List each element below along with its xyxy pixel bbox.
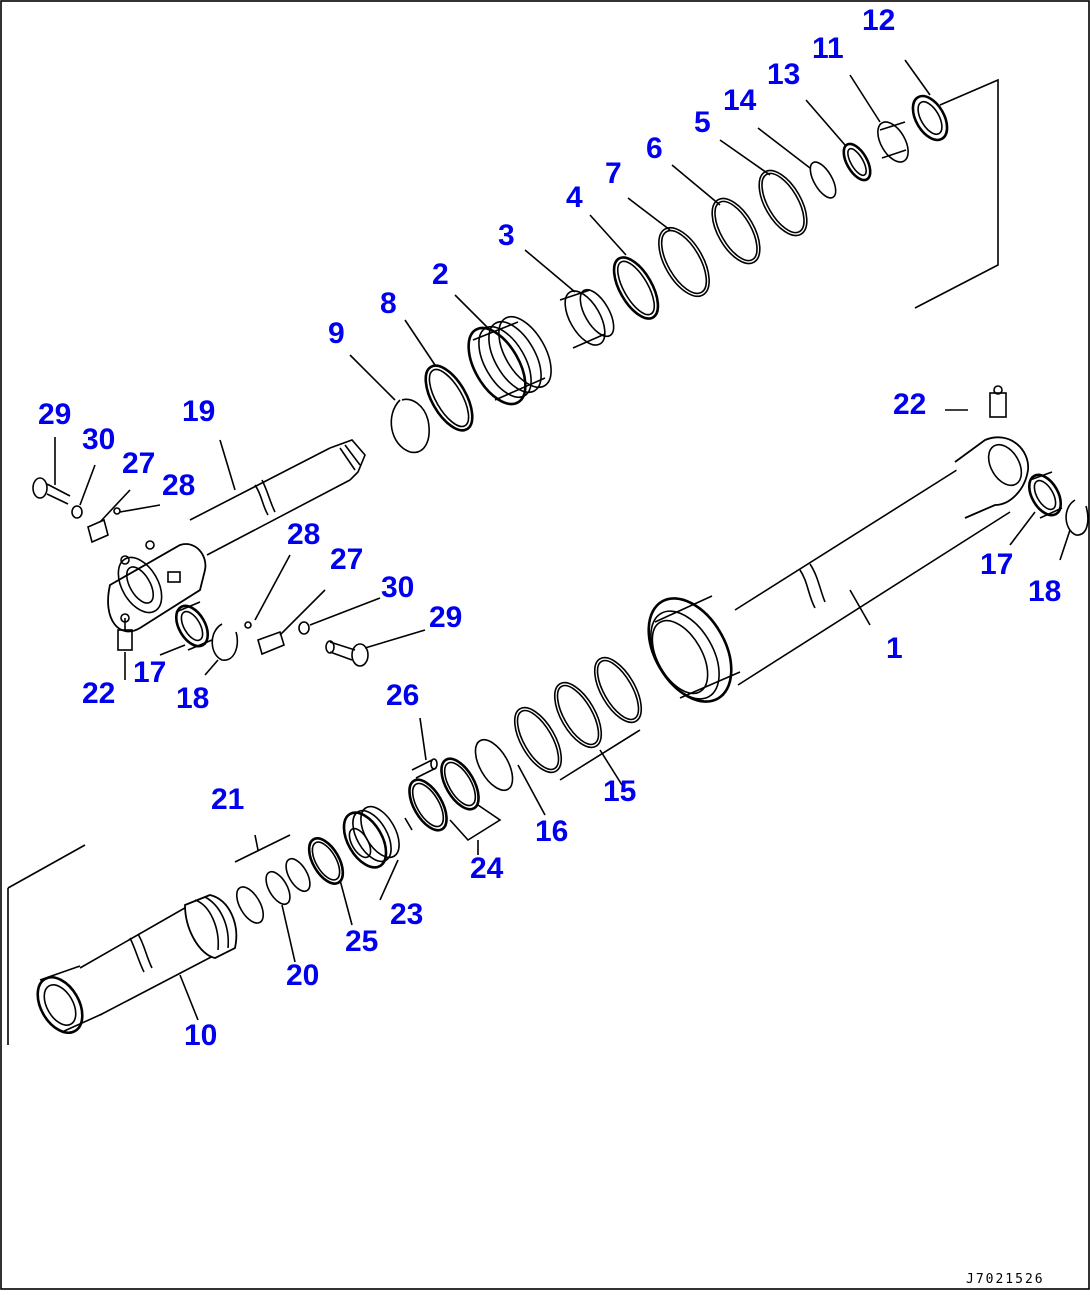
- part-27-lockplate-left: [87, 518, 109, 544]
- callout-30-mid: 30: [381, 571, 414, 604]
- callout-29-left: 29: [38, 398, 71, 431]
- callout-14: 14: [723, 84, 757, 117]
- callout-21: 21: [211, 783, 244, 816]
- part-25-ring: [307, 837, 345, 885]
- callout-20: 20: [286, 959, 319, 992]
- part-21-rings: [235, 857, 311, 924]
- callout-13: 13: [767, 58, 800, 91]
- callout-4: 4: [566, 181, 583, 214]
- callout-11: 11: [812, 32, 844, 65]
- callout-26: 26: [386, 679, 419, 712]
- callout-25: 25: [345, 925, 378, 958]
- part-28-pin-mid: [244, 621, 252, 629]
- callout-23: 23: [390, 898, 423, 931]
- callout-5: 5: [694, 106, 711, 139]
- callout-2: 2: [432, 258, 449, 291]
- part-24-rings: [408, 757, 480, 832]
- drawing-code: J7021526: [966, 1272, 1045, 1287]
- part-2-gland: [467, 315, 552, 406]
- part-27-lockplate-mid: [257, 630, 285, 656]
- part-13-ring: [842, 142, 872, 182]
- part-4-ring: [612, 256, 660, 320]
- callout-17-right: 17: [980, 548, 1013, 581]
- callout-15: 15: [603, 775, 636, 808]
- part-19-rod: [189, 439, 366, 556]
- part-30-washer-left: [71, 505, 83, 519]
- callout-27-mid: 27: [330, 543, 363, 576]
- callout-28-left: 28: [162, 469, 195, 502]
- bracket-top-right: [914, 78, 999, 309]
- part-18-snap-right: [1065, 499, 1089, 536]
- rod-eye-end: [107, 540, 207, 633]
- callout-3: 3: [498, 219, 515, 252]
- part-23-nut: [342, 805, 400, 869]
- part-9-snap-ring: [390, 398, 430, 454]
- callout-8: 8: [380, 287, 397, 320]
- part-26-screw: [411, 758, 438, 779]
- callout-12: 12: [862, 4, 895, 37]
- callout-18-left: 18: [176, 682, 209, 715]
- part-18-snap-left: [211, 623, 239, 661]
- callout-17-left: 17: [133, 656, 166, 689]
- callout-19: 19: [182, 395, 215, 428]
- callout-29-mid: 29: [429, 601, 462, 634]
- callout-16: 16: [535, 815, 568, 848]
- leader-lines: [54, 59, 1071, 1021]
- part-22-grease-fitting-right: [989, 385, 1007, 418]
- callout-labels: 12 11 13 14 5 6 7 4 3 2 8 9 29 30 27 28 …: [38, 4, 1061, 1052]
- callout-18-right: 18: [1028, 575, 1061, 608]
- callout-6: 6: [646, 132, 663, 165]
- part-3-bushing: [559, 288, 615, 349]
- part-30-washer-mid: [298, 621, 310, 635]
- part-6-ring: [711, 197, 761, 265]
- part-28-pin-left: [113, 507, 121, 515]
- part-7-ring: [658, 226, 710, 298]
- part-16-ring: [474, 738, 514, 792]
- callout-22-left: 22: [82, 677, 115, 710]
- callout-22-right: 22: [893, 388, 926, 421]
- part-12-ring: [911, 94, 949, 142]
- callout-1: 1: [886, 632, 903, 665]
- part-5-ring: [758, 169, 808, 237]
- part-10-piston-rod: [36, 894, 238, 1034]
- callout-28-mid: 28: [287, 518, 320, 551]
- callout-24: 24: [470, 852, 504, 885]
- callout-27-left: 27: [122, 447, 155, 480]
- part-29-bolt-left: [32, 477, 71, 505]
- part-29-bolt-mid: [325, 640, 369, 667]
- part-11-ring: [877, 121, 909, 163]
- callout-30-left: 30: [82, 423, 115, 456]
- part-15-rings: [513, 656, 643, 774]
- part-8-ring: [424, 364, 474, 432]
- bracket-bottom-left-top: [7, 844, 86, 889]
- part-1-cylinder-tube: [647, 436, 1029, 703]
- callout-7: 7: [605, 157, 622, 190]
- callout-10: 10: [184, 1019, 217, 1052]
- part-22-grease-fitting-left: [117, 613, 133, 651]
- part-17-bushing-left: [174, 601, 213, 651]
- part-17-bushing-right: [1027, 471, 1063, 519]
- part-14-ring: [809, 161, 837, 199]
- callout-9: 9: [328, 317, 345, 350]
